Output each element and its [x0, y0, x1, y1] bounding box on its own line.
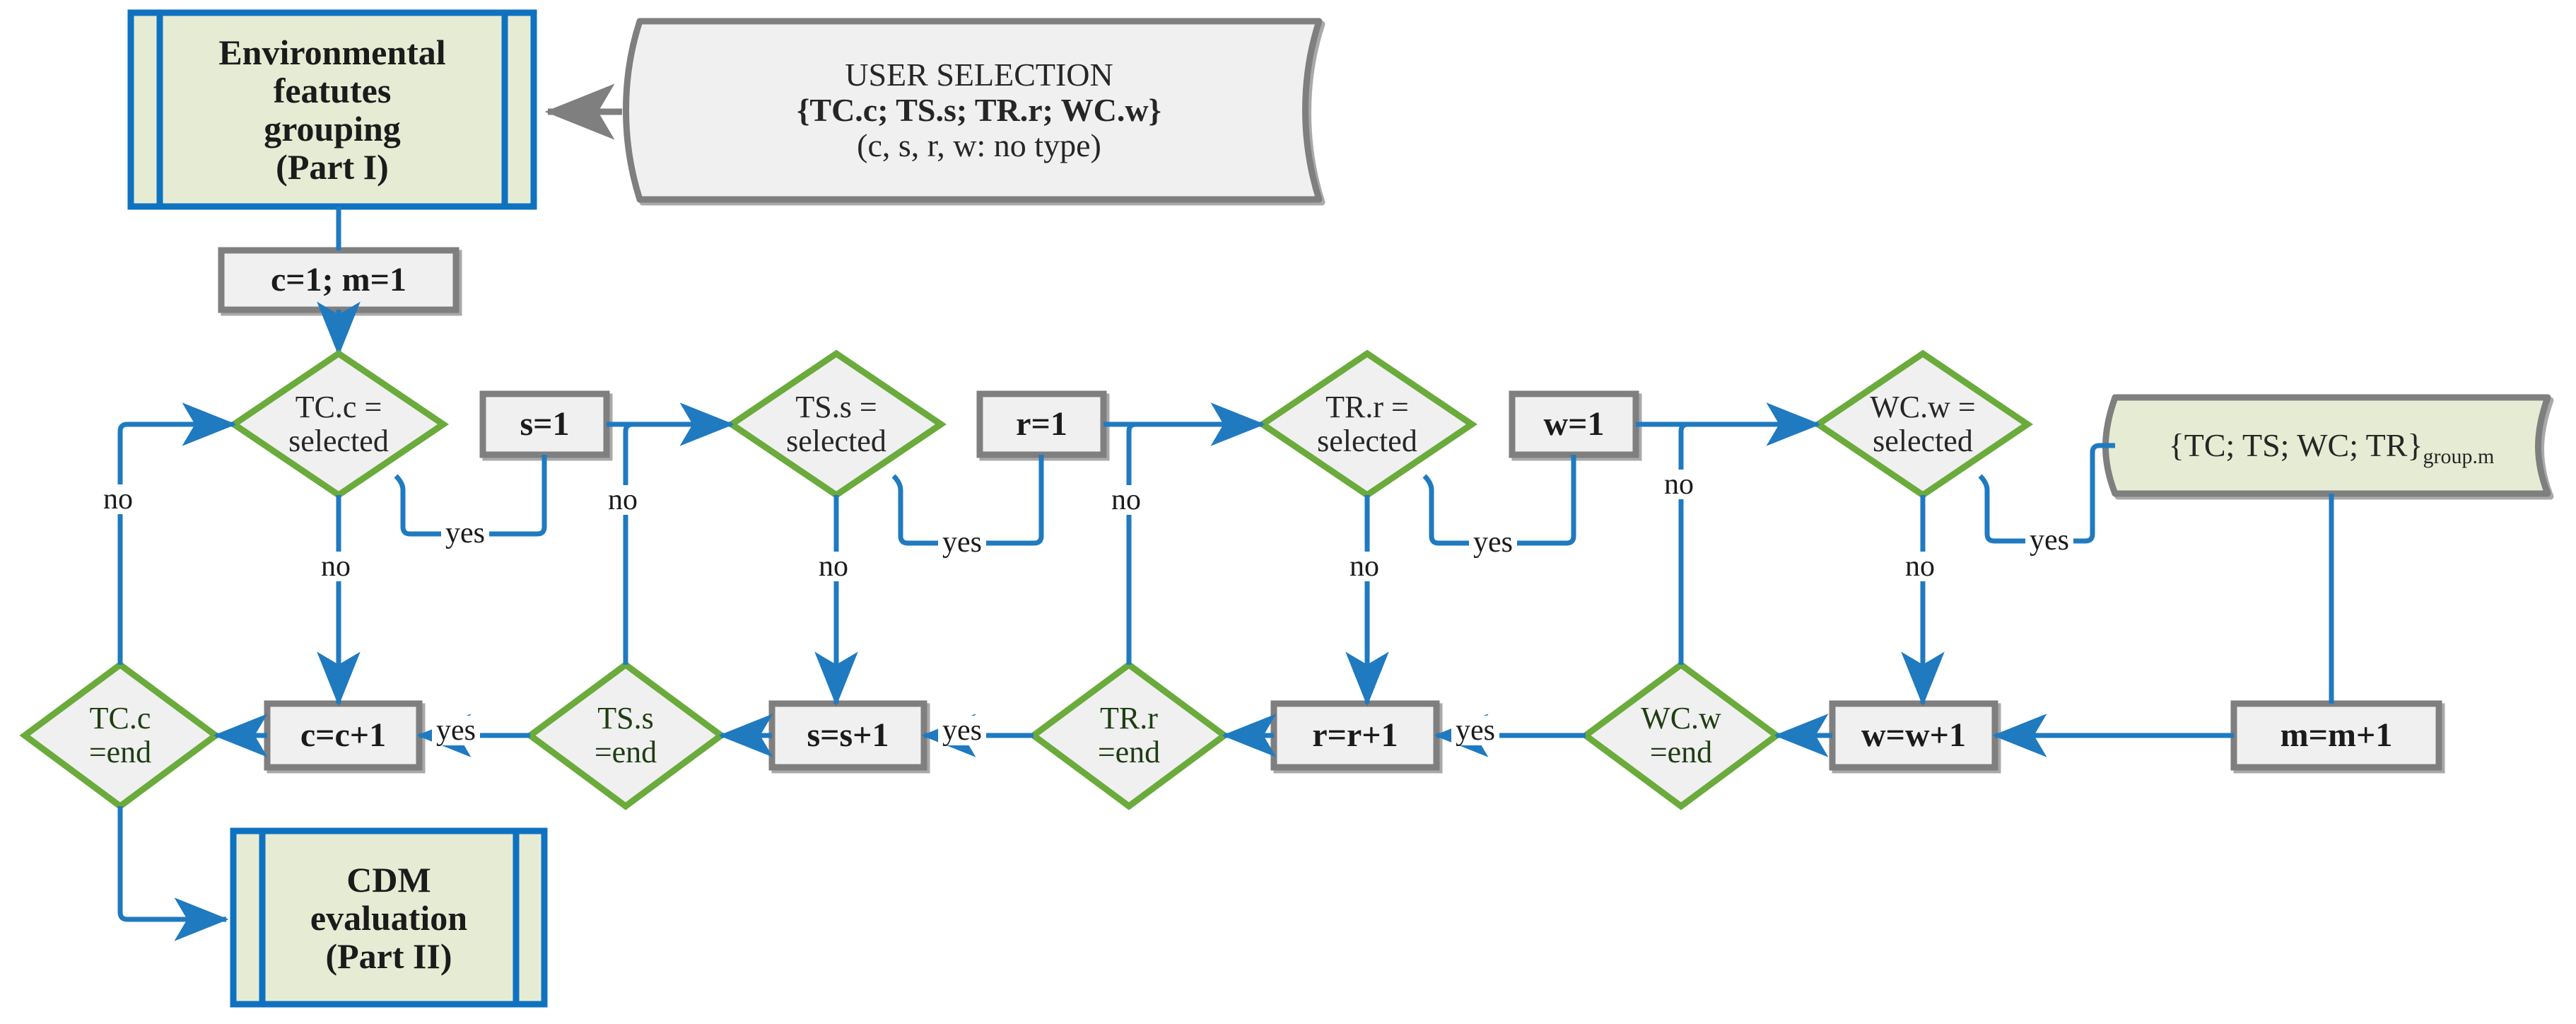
edge-label-tc-no-down: no [317, 552, 355, 581]
user-selection-shape [623, 18, 1323, 203]
edge-label-s1-no: no [604, 485, 642, 515]
edge-label-r1-no: no [1107, 485, 1145, 515]
edge-label-tsend-yes: yes [432, 716, 480, 745]
group-shape [2102, 394, 2551, 497]
cinc-shape [264, 700, 423, 771]
part2-shape [230, 827, 548, 1008]
edge-label-wc-no-down: no [1901, 552, 1939, 581]
edge-r1-no-to-trend [1126, 421, 1137, 665]
init-shape [218, 247, 459, 313]
edge-tcend-to-part2 [117, 806, 229, 941]
winc-shape [1829, 700, 1998, 771]
wc-end-shape [1580, 661, 1782, 810]
tr-selected-shape [1256, 349, 1478, 499]
edge-label-tr-yes: yes [1469, 528, 1517, 557]
edge-label-tr-no-down: no [1345, 552, 1383, 581]
edge-w1-no-to-wcend [1678, 421, 1689, 665]
w1-shape [1509, 390, 1639, 458]
edge-trsel-yes-to-w1 [1422, 455, 1576, 546]
part1-shape [127, 9, 537, 210]
tr-end-shape [1028, 661, 1230, 810]
wc-selected-shape [1812, 349, 2034, 499]
edge-label-ts-no-down: no [814, 552, 853, 581]
s1-shape [479, 390, 610, 458]
ts-end-shape [525, 661, 727, 810]
sinc-shape [768, 700, 927, 771]
edge-label-tc-no-left: no [99, 484, 137, 514]
edge-tssel-yes-to-r1 [891, 455, 1044, 546]
edge-label-wc-yes: yes [2025, 525, 2073, 555]
r1-shape [976, 390, 1107, 458]
edge-s1-no-to-tsend [623, 421, 633, 665]
edge-label-trend-yes: yes [938, 716, 986, 745]
edge-tcend-to-tcsel [117, 402, 237, 665]
ts-selected-shape [725, 349, 947, 499]
edge-label-ts-yes: yes [938, 528, 986, 557]
edge-wcsel-yes-to-group [1978, 443, 2115, 544]
tc-end-shape [19, 661, 221, 810]
edge-label-tc-yes: yes [441, 518, 489, 548]
rinc-shape [1270, 700, 1440, 771]
edge-label-wcend-yes: yes [1451, 716, 1499, 745]
minc-shape [2230, 700, 2442, 771]
edge-label-w1-no: no [1660, 470, 1698, 499]
tc-selected-shape [228, 349, 450, 499]
edge-tcsel-yes-to-s1 [394, 455, 547, 537]
